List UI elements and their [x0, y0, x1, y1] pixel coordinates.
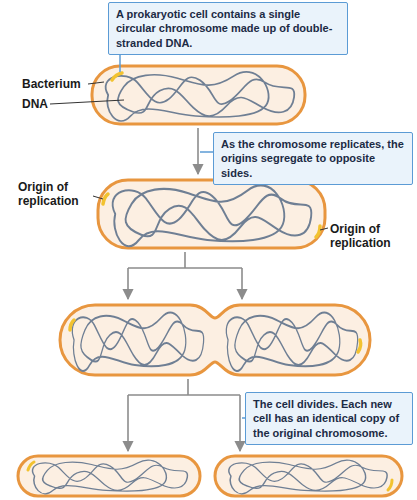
- origin-mark: [103, 194, 108, 204]
- process-arrow: [241, 268, 243, 299]
- leader-line: [320, 228, 328, 230]
- leader-line: [93, 196, 103, 199]
- leader-line: [88, 82, 104, 84]
- process-arrow: [127, 395, 129, 451]
- chromosome: [32, 460, 187, 494]
- callout-text: A prokaryotic cell contains a single cir…: [116, 7, 340, 50]
- process-arrow: [128, 252, 242, 268]
- chromosome: [226, 312, 357, 370]
- dividing-cell: [60, 305, 370, 375]
- origin-mark: [358, 340, 361, 352]
- chromosome: [229, 460, 387, 494]
- part-label: Origin of replication: [18, 180, 94, 209]
- callout-box: The cell divides. Each new cell has an i…: [245, 392, 413, 445]
- bacterium-cell: [98, 180, 325, 248]
- callout-text: The cell divides. Each new cell has an i…: [253, 397, 405, 440]
- callout-pointer: [200, 151, 213, 153]
- process-arrow: [127, 268, 129, 299]
- bacterium-cell: [92, 66, 305, 124]
- daughter-cell: [215, 456, 402, 496]
- origin-mark: [316, 226, 320, 237]
- part-label: Bacterium: [22, 77, 92, 91]
- chromosome: [106, 72, 295, 121]
- origin-mark: [70, 320, 74, 330]
- callout-text: As the chromosome replicates, the origin…: [221, 137, 405, 180]
- callout-box: A prokaryotic cell contains a single cir…: [108, 2, 348, 55]
- process-arrow: [128, 379, 240, 395]
- process-arrow: [197, 128, 199, 174]
- callout-box: As the chromosome replicates, the origin…: [213, 132, 413, 185]
- origin-mark: [388, 480, 392, 490]
- leader-line: [50, 100, 124, 104]
- origin-mark: [28, 462, 34, 470]
- process-arrow: [239, 395, 241, 451]
- origin-mark: [112, 73, 122, 80]
- part-label: Origin of replication: [330, 222, 414, 251]
- part-label: DNA: [22, 97, 62, 111]
- daughter-cell: [18, 456, 200, 496]
- chromosome: [72, 312, 203, 370]
- chromosome: [113, 185, 312, 246]
